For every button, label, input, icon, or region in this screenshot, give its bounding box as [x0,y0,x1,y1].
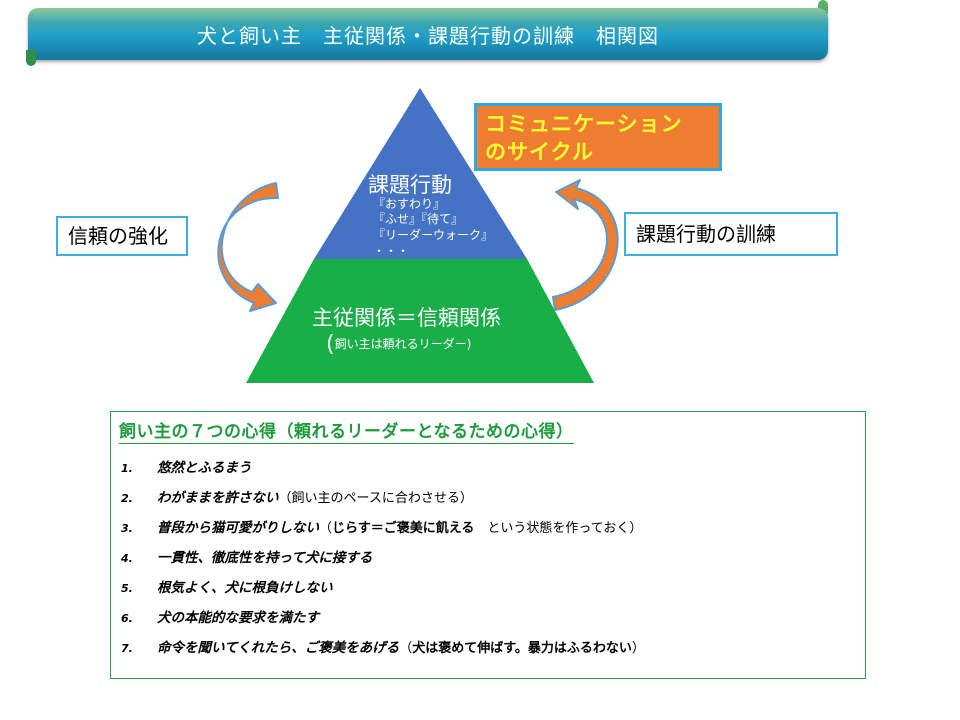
rule-text: 普段から猫可愛がりしない [157,520,319,536]
rule-number: 1. [121,462,133,475]
base-title: 主従関係＝信頼関係 [312,306,501,330]
apex-item: 『ふせ』『待て』 [373,212,464,226]
rule-item: 1. 悠然とふるまう [121,456,252,476]
rules-title: 飼い主の７つの心得（頼れるリーダーとなるための心得） [119,417,574,444]
rule-number: 5. [121,582,133,595]
trust-reinforcement-label: 信頼の強化 [56,216,188,256]
rule-item: 2. わがままを許さない（飼い主のペースに合わさせる） [121,486,473,506]
banner-curl-left [26,50,36,66]
owner-rules-box: 飼い主の７つの心得（頼れるリーダーとなるための心得） 1. 悠然とふるまう 2. わ… [110,411,866,679]
triangle-base [246,259,594,383]
base-subtitle: (飼い主は頼れるリーダー) [326,332,471,357]
rule-number: 6. [121,612,133,625]
rule-note: （じらす＝ご褒美に飢える という状態を作っておく） [319,521,642,536]
base-subtitle-open-paren: ( [326,332,335,357]
rule-note-open: （ [319,521,333,536]
rule-number: 3. [121,522,133,535]
rule-text: 根気よく、犬に根負けしない [157,580,333,596]
rule-item: 7. 命令を聞いてくれたら、ご褒美をあげる（犬は褒めて伸ばす。暴力はふるわない） [121,636,645,656]
triangle-apex [314,88,527,259]
rule-number: 4. [121,552,133,565]
rule-item: 5. 根気よく、犬に根負けしない [121,576,333,596]
apex-item: 『おすわり』 [373,197,446,211]
rule-note-tail: ） [631,641,645,656]
banner-curl-right [818,0,828,14]
cycle-line-2: のサイクル [485,140,594,164]
cycle-line-1: コミュニケーション [485,112,683,136]
rule-note: （犬は褒めて伸ばす。暴力はふるわない） [399,641,645,656]
task-training-label: 課題行動の訓練 [624,212,838,256]
rule-text: 命令を聞いてくれたら、ご褒美をあげる [157,640,400,656]
rule-item: 3. 普段から猫可愛がりしない（じらす＝ご褒美に飢える という状態を作っておく） [121,516,642,536]
rule-note: （飼い主のペースに合わさせる） [278,491,473,506]
rule-text: 犬の本能的な要求を満たす [157,610,319,626]
rule-number: 2. [121,492,133,505]
rule-number: 7. [121,642,133,655]
apex-title: 課題行動 [368,173,452,197]
rule-text: 悠然とふるまう [157,460,252,476]
rule-item: 4. 一貫性、徹底性を持って犬に接する [121,546,372,566]
right-curved-arrow [552,179,619,311]
rule-note-emphasis: じらす＝ご褒美に飢える [332,521,475,536]
rule-text: 一貫性、徹底性を持って犬に接する [157,550,373,566]
rule-text: わがままを許さない [157,490,279,506]
apex-item: ・・・ [373,244,410,258]
communication-cycle-box: コミュニケーション のサイクル [474,103,722,171]
rule-note-tail: という状態を作っておく） [474,521,643,536]
page-title: 犬と飼い主 主従関係・課題行動の訓練 相関図 [197,24,659,48]
title-banner: 犬と飼い主 主従関係・課題行動の訓練 相関図 [28,8,828,60]
rule-note-emphasis: 犬は褒めて伸ばす。暴力はふるわない [412,641,632,656]
left-curved-arrow [217,182,279,312]
base-subtitle-text: 飼い主は頼れるリーダー) [334,337,472,351]
rule-item: 6. 犬の本能的な要求を満たす [121,606,319,626]
apex-item: 『リーダーウォーク』 [373,228,494,242]
rule-note-open: （ [399,641,413,656]
